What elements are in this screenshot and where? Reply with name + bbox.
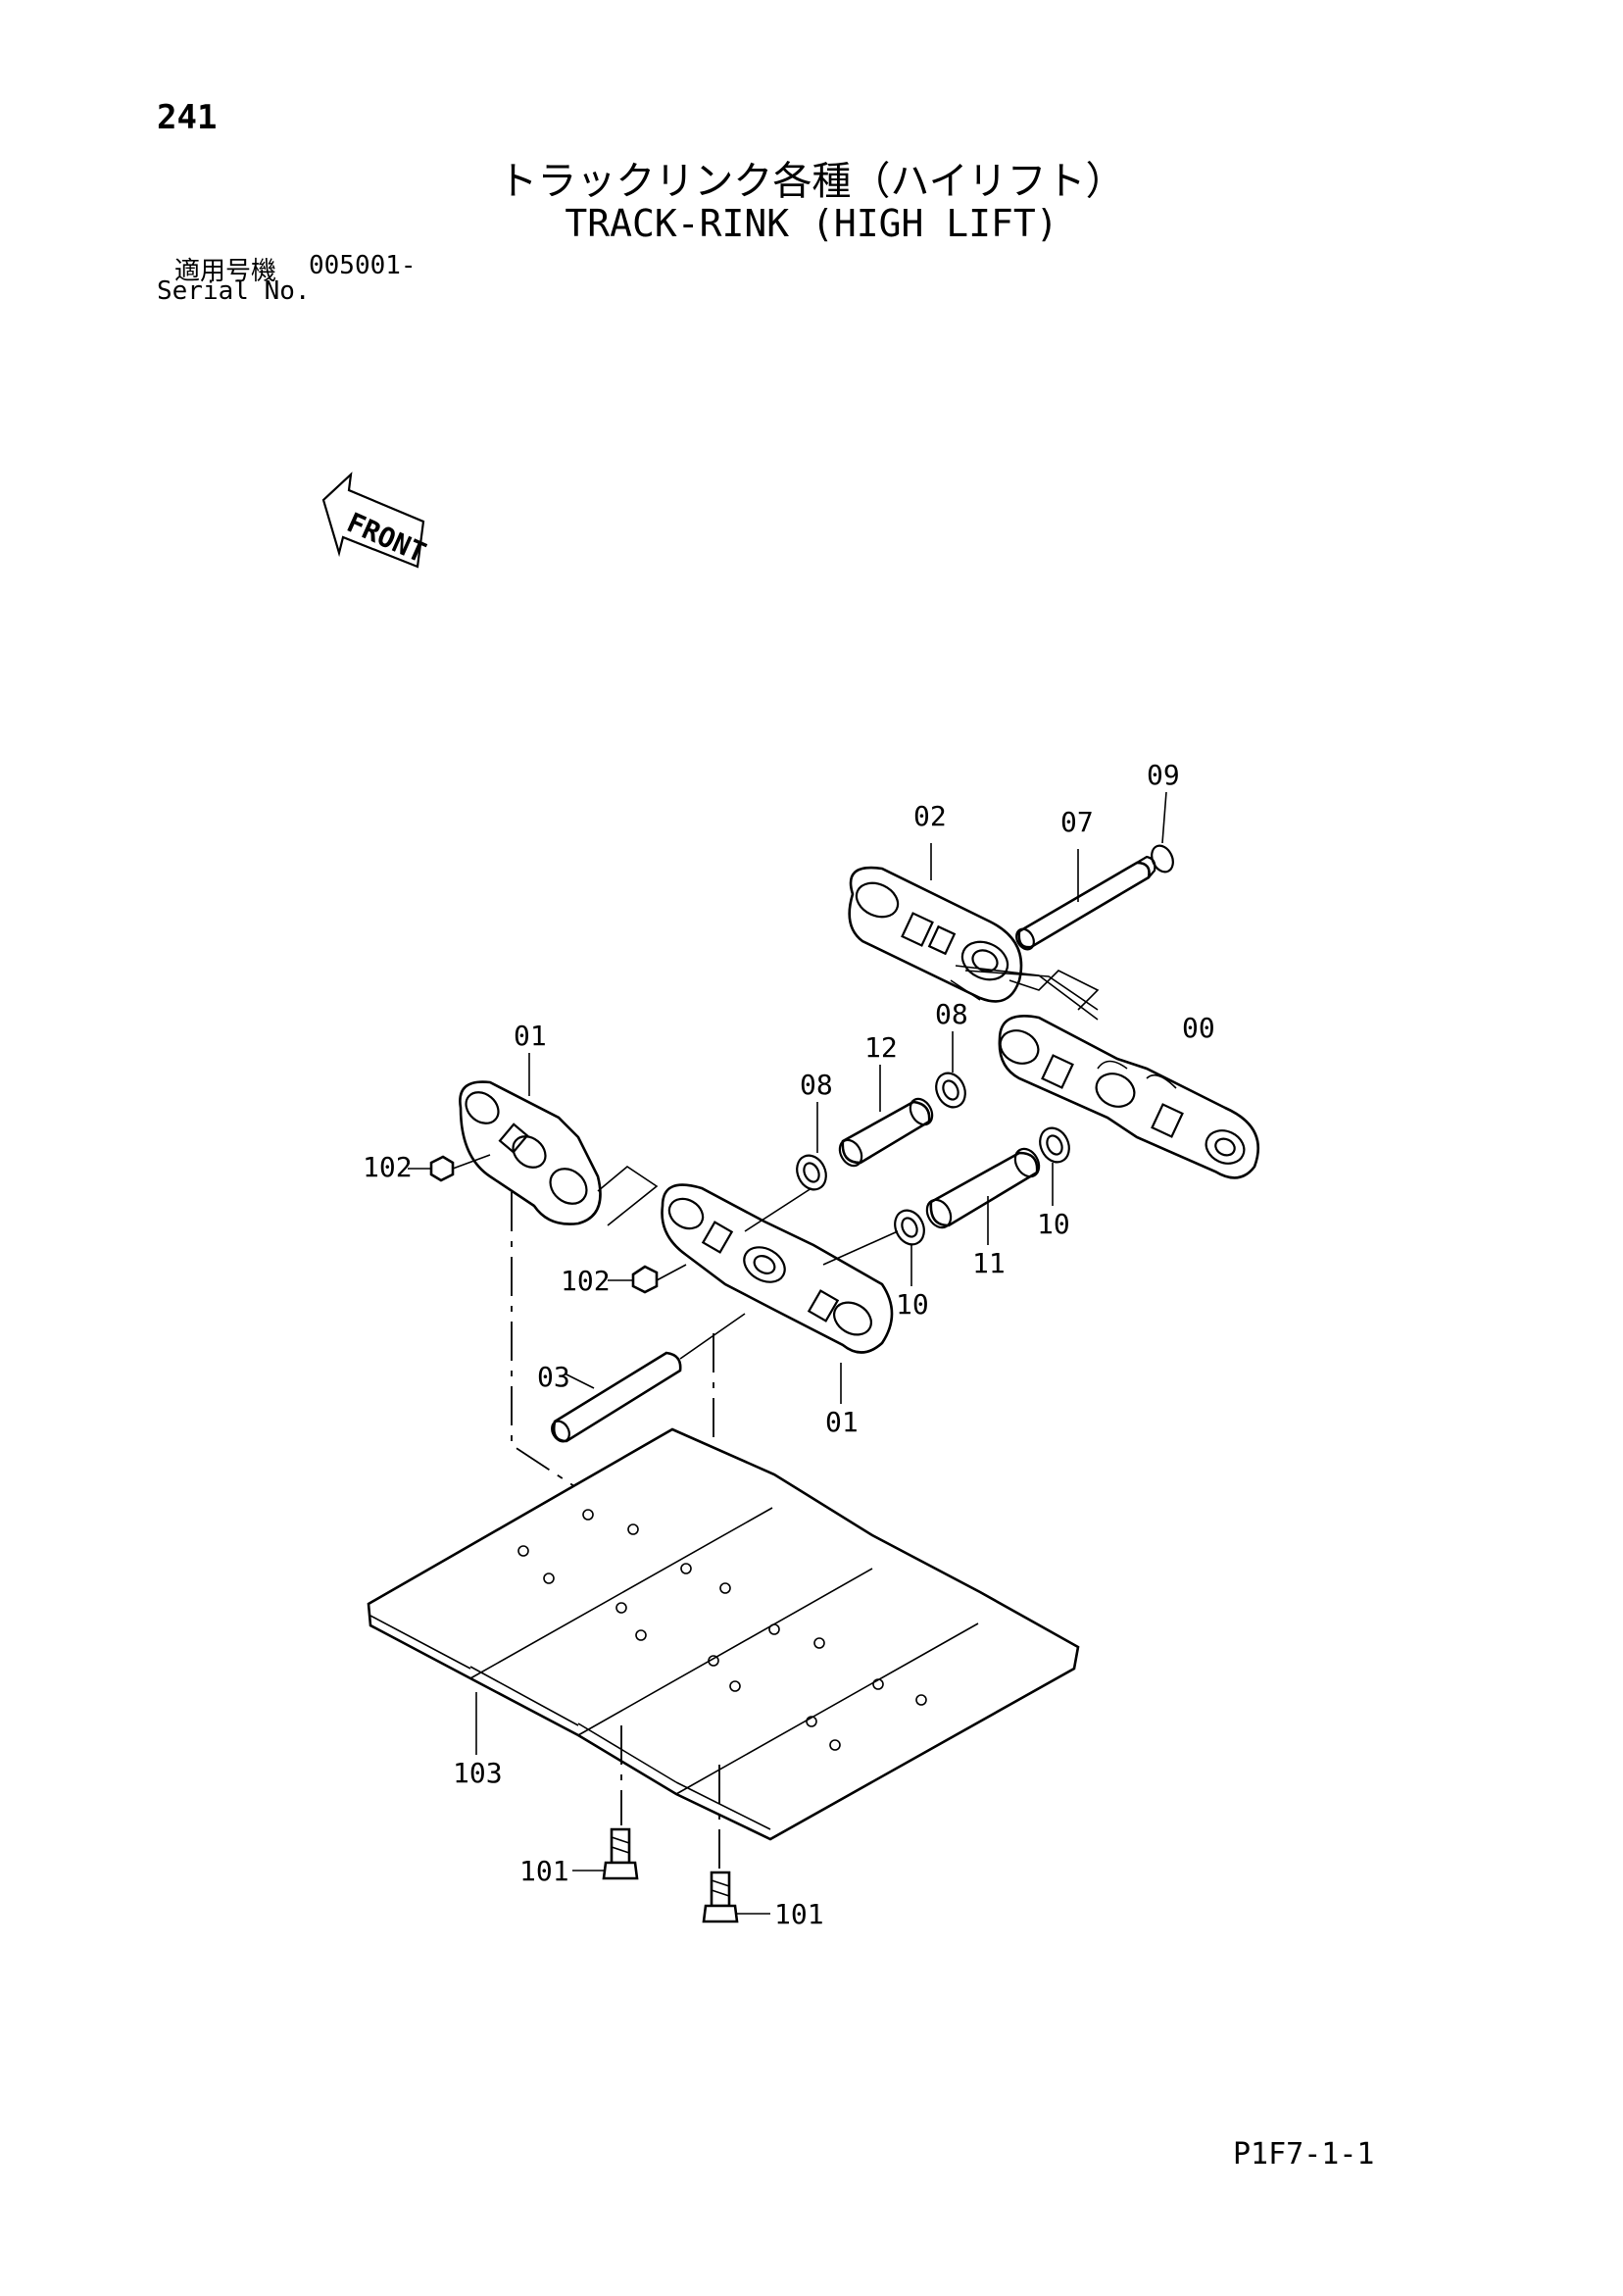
page-number: 241 (157, 98, 218, 137)
link-02 (848, 866, 1100, 1011)
callout-00: 00 (1182, 1012, 1215, 1044)
callout-102-left: 102 (363, 1151, 413, 1183)
bolt-101-right (702, 1871, 739, 1923)
title-japanese: トラックリンク各種（ハイリフト） (498, 159, 1125, 204)
seal-08-left (796, 1154, 827, 1191)
serial-label-english: Serial No. (157, 276, 311, 306)
seal-10-right (1039, 1126, 1070, 1164)
page-code: P1F7-1-1 (1233, 2137, 1375, 2171)
serial-label-japanese: 適用号機 (174, 257, 277, 286)
callout-07: 07 (1060, 806, 1094, 838)
callout-01-left: 01 (514, 1020, 547, 1052)
callout-103: 103 (453, 1757, 503, 1789)
callout-11: 11 (972, 1247, 1006, 1279)
link-01-left (459, 1080, 602, 1225)
callout-03: 03 (537, 1361, 570, 1393)
link-00 (998, 1015, 1259, 1179)
pin-03 (551, 1351, 682, 1443)
callout-12: 12 (864, 1031, 898, 1064)
bolt-101-left (602, 1827, 639, 1880)
callout-102-center: 102 (561, 1265, 611, 1297)
callout-101-left: 101 (519, 1855, 569, 1887)
bushing-12 (838, 1097, 934, 1168)
callout-01-bottom: 01 (825, 1406, 859, 1438)
callout-10-right: 10 (1037, 1208, 1070, 1240)
ring-09 (1151, 844, 1174, 873)
serial-number: 005001- (309, 251, 417, 280)
nut-102-center (631, 1265, 659, 1294)
callout-101-right: 101 (774, 1898, 824, 1930)
nut-102-left (429, 1155, 455, 1182)
callout-10-center: 10 (896, 1288, 929, 1321)
seal-08-top (935, 1072, 966, 1109)
seal-10-center (894, 1209, 925, 1246)
front-label: FRONT (342, 506, 430, 569)
front-arrow-icon: FRONT (321, 472, 431, 570)
track-shoe-103 (367, 1427, 1080, 1841)
callout-08-left: 08 (800, 1069, 833, 1101)
link-01-center (661, 1183, 894, 1354)
callout-09: 09 (1147, 759, 1180, 791)
pin-07 (1015, 855, 1156, 951)
callout-08-top: 08 (935, 998, 968, 1030)
bushing-11 (925, 1147, 1041, 1229)
callout-02: 02 (913, 800, 947, 832)
title-english: TRACK-RINK (HIGH LIFT) (565, 202, 1058, 245)
